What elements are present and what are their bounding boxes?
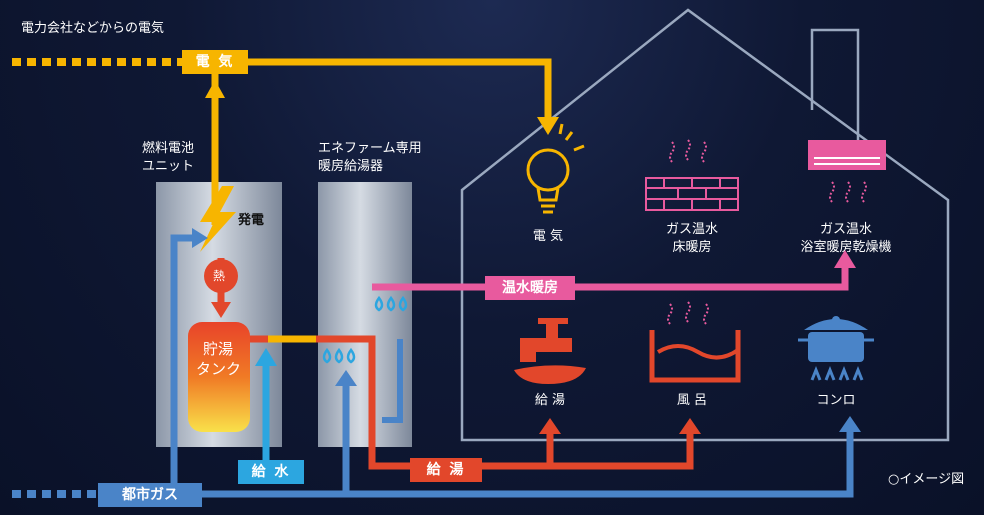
water-supply-tag: 給 水 [251,464,291,480]
heating-line [372,265,849,291]
bath-dryer-label-2: 浴室暖房乾燥機 [800,240,892,255]
electricity-arrow-up [205,80,225,98]
heater-unit [318,182,412,447]
hot-water-tank [188,322,250,432]
tank-outlet-line [250,335,694,470]
tag-bg-city-gas [98,483,202,507]
floor-heating-label-1: ガス温水 [665,222,718,237]
tank-label-2: タンク [196,360,242,378]
tag-bg-heating [485,276,575,300]
gas-line-fuel-cell [170,234,200,494]
faucet-icon [514,318,586,384]
heater-label-2: 暖房給湯器 [318,159,384,174]
bath-dryer-label-1: ガス温水 [819,222,872,237]
fuel-cell-label-1: 燃料電池 [142,141,195,156]
chimney-outline [810,28,860,144]
fuel-cell-label-2: ユニット [142,159,195,174]
bathtub-icon [649,301,741,383]
gas-arrow-stove [839,416,861,432]
hot-water-arrow-bath [679,418,701,434]
floor-heating-label-2: 床暖房 [672,240,712,255]
gas-arrow-heater [335,370,357,386]
light-bulb-icon [526,123,585,214]
appliance-electric-label: 電 気 [532,229,564,244]
gas-arrow-fuel-cell [192,228,208,248]
bath-dryer-icon [808,140,886,203]
heat-arrow [211,302,231,318]
heating-arrow [834,250,856,268]
lightning-icon [200,186,236,252]
water-drops-icon [322,295,408,364]
appliance-stove-label: コンロ [816,393,856,408]
hot-water-arrow-faucet [539,418,561,434]
electricity-tag: 電 気 [195,54,235,70]
heat-circle [204,259,238,293]
image-note: ○イメージ図 [888,472,965,487]
electricity-line [211,58,552,225]
tank-label-1: 貯湯 [203,340,234,358]
house-outline [460,8,950,442]
tag-bg-water-supply [238,460,304,484]
appliance-bath-label: 風 呂 [676,393,708,408]
tag-bg-hot-water [410,458,482,482]
electricity-arrow-down [537,117,559,135]
grid-power-label: 電力会社などからの電気 [21,21,165,36]
tag-bg-electricity [182,50,248,74]
city-gas-tag: 都市ガス [122,487,178,503]
heater-feed-line [382,339,403,423]
water-supply-arrow [255,348,277,366]
floor-heating-icon [645,139,739,211]
heat-label: 熱 [213,269,226,283]
hot-water-supply-tag: 給 湯 [426,462,466,478]
heater-label-1: エネファーム専用 [318,141,422,156]
hot-water-heating-tag: 温水暖房 [502,280,558,296]
appliance-hot-water-label: 給 湯 [534,393,566,408]
generation-label: 発電 [238,213,265,228]
stove-pot-icon [798,316,874,381]
